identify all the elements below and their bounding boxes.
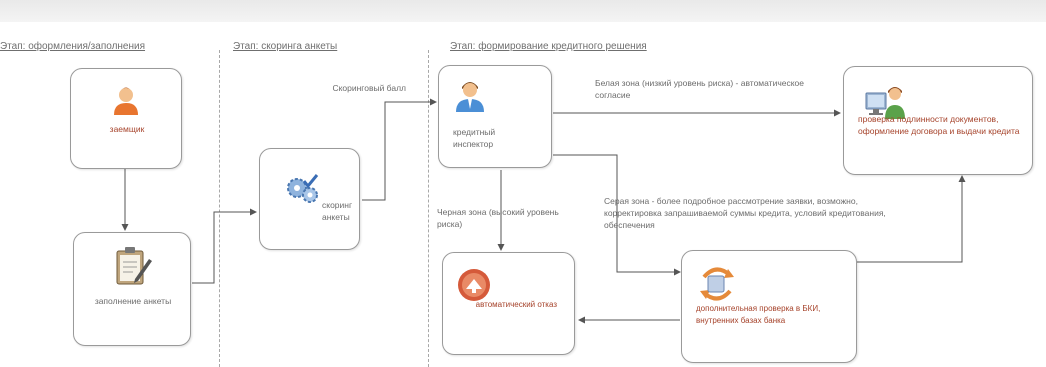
stage-title-filling: Этап: оформления/заполнения (0, 41, 146, 52)
refresh-icon (700, 267, 734, 301)
black-zone-label: Черная зона (высокий уровень риска) (437, 207, 559, 229)
white-zone-label: Белая зона (низкий уровень риска) - авто… (595, 78, 804, 100)
clipboard-icon (116, 247, 152, 285)
top-band (0, 0, 1046, 22)
node-verification: проверка подлинности документов, оформле… (843, 66, 1033, 175)
reject-icon (458, 269, 490, 301)
form-fill-label: заполнение анкеты (94, 296, 172, 306)
node-inspector: кредитный инспектор (438, 65, 552, 168)
operator-icon (865, 87, 905, 119)
stage-title-scoring: Этап: скоринга анкеты (233, 41, 338, 52)
stage-title-decision: Этап: формирование кредитного решения (450, 41, 647, 52)
verification-label: проверка подлинности документов, оформле… (858, 114, 1020, 136)
grey-zone-label: Серая зона - более подробное рассмотрени… (604, 196, 886, 230)
node-auto-reject: автоматический отказ (442, 252, 575, 355)
node-applicant: заемщик (70, 68, 182, 169)
score-edge-label: Скоринговый балл (332, 83, 406, 93)
stage-divider (428, 50, 429, 367)
edge-form-scoring (192, 208, 257, 284)
person-icon (114, 87, 138, 115)
auto-reject-label: автоматический отказ (475, 300, 557, 309)
inspector-label: кредитный инспектор (453, 127, 496, 149)
manager-icon (456, 82, 484, 112)
extra-check-label: дополнительная проверка в БКИ, внутренни… (696, 304, 821, 325)
node-extra-check: дополнительная проверка в БКИ, внутренни… (681, 250, 857, 363)
gears-icon (287, 174, 319, 203)
scoring-label: скоринг анкеты (322, 200, 353, 222)
edge-check-verification (857, 175, 966, 263)
node-form-fill: заполнение анкеты (73, 232, 191, 346)
node-scoring: скоринг анкеты (259, 148, 360, 250)
edge-scoring-inspector (362, 98, 437, 201)
stage-divider (219, 50, 220, 367)
edge-grey-zone (553, 154, 681, 276)
applicant-label: заемщик (109, 124, 145, 134)
